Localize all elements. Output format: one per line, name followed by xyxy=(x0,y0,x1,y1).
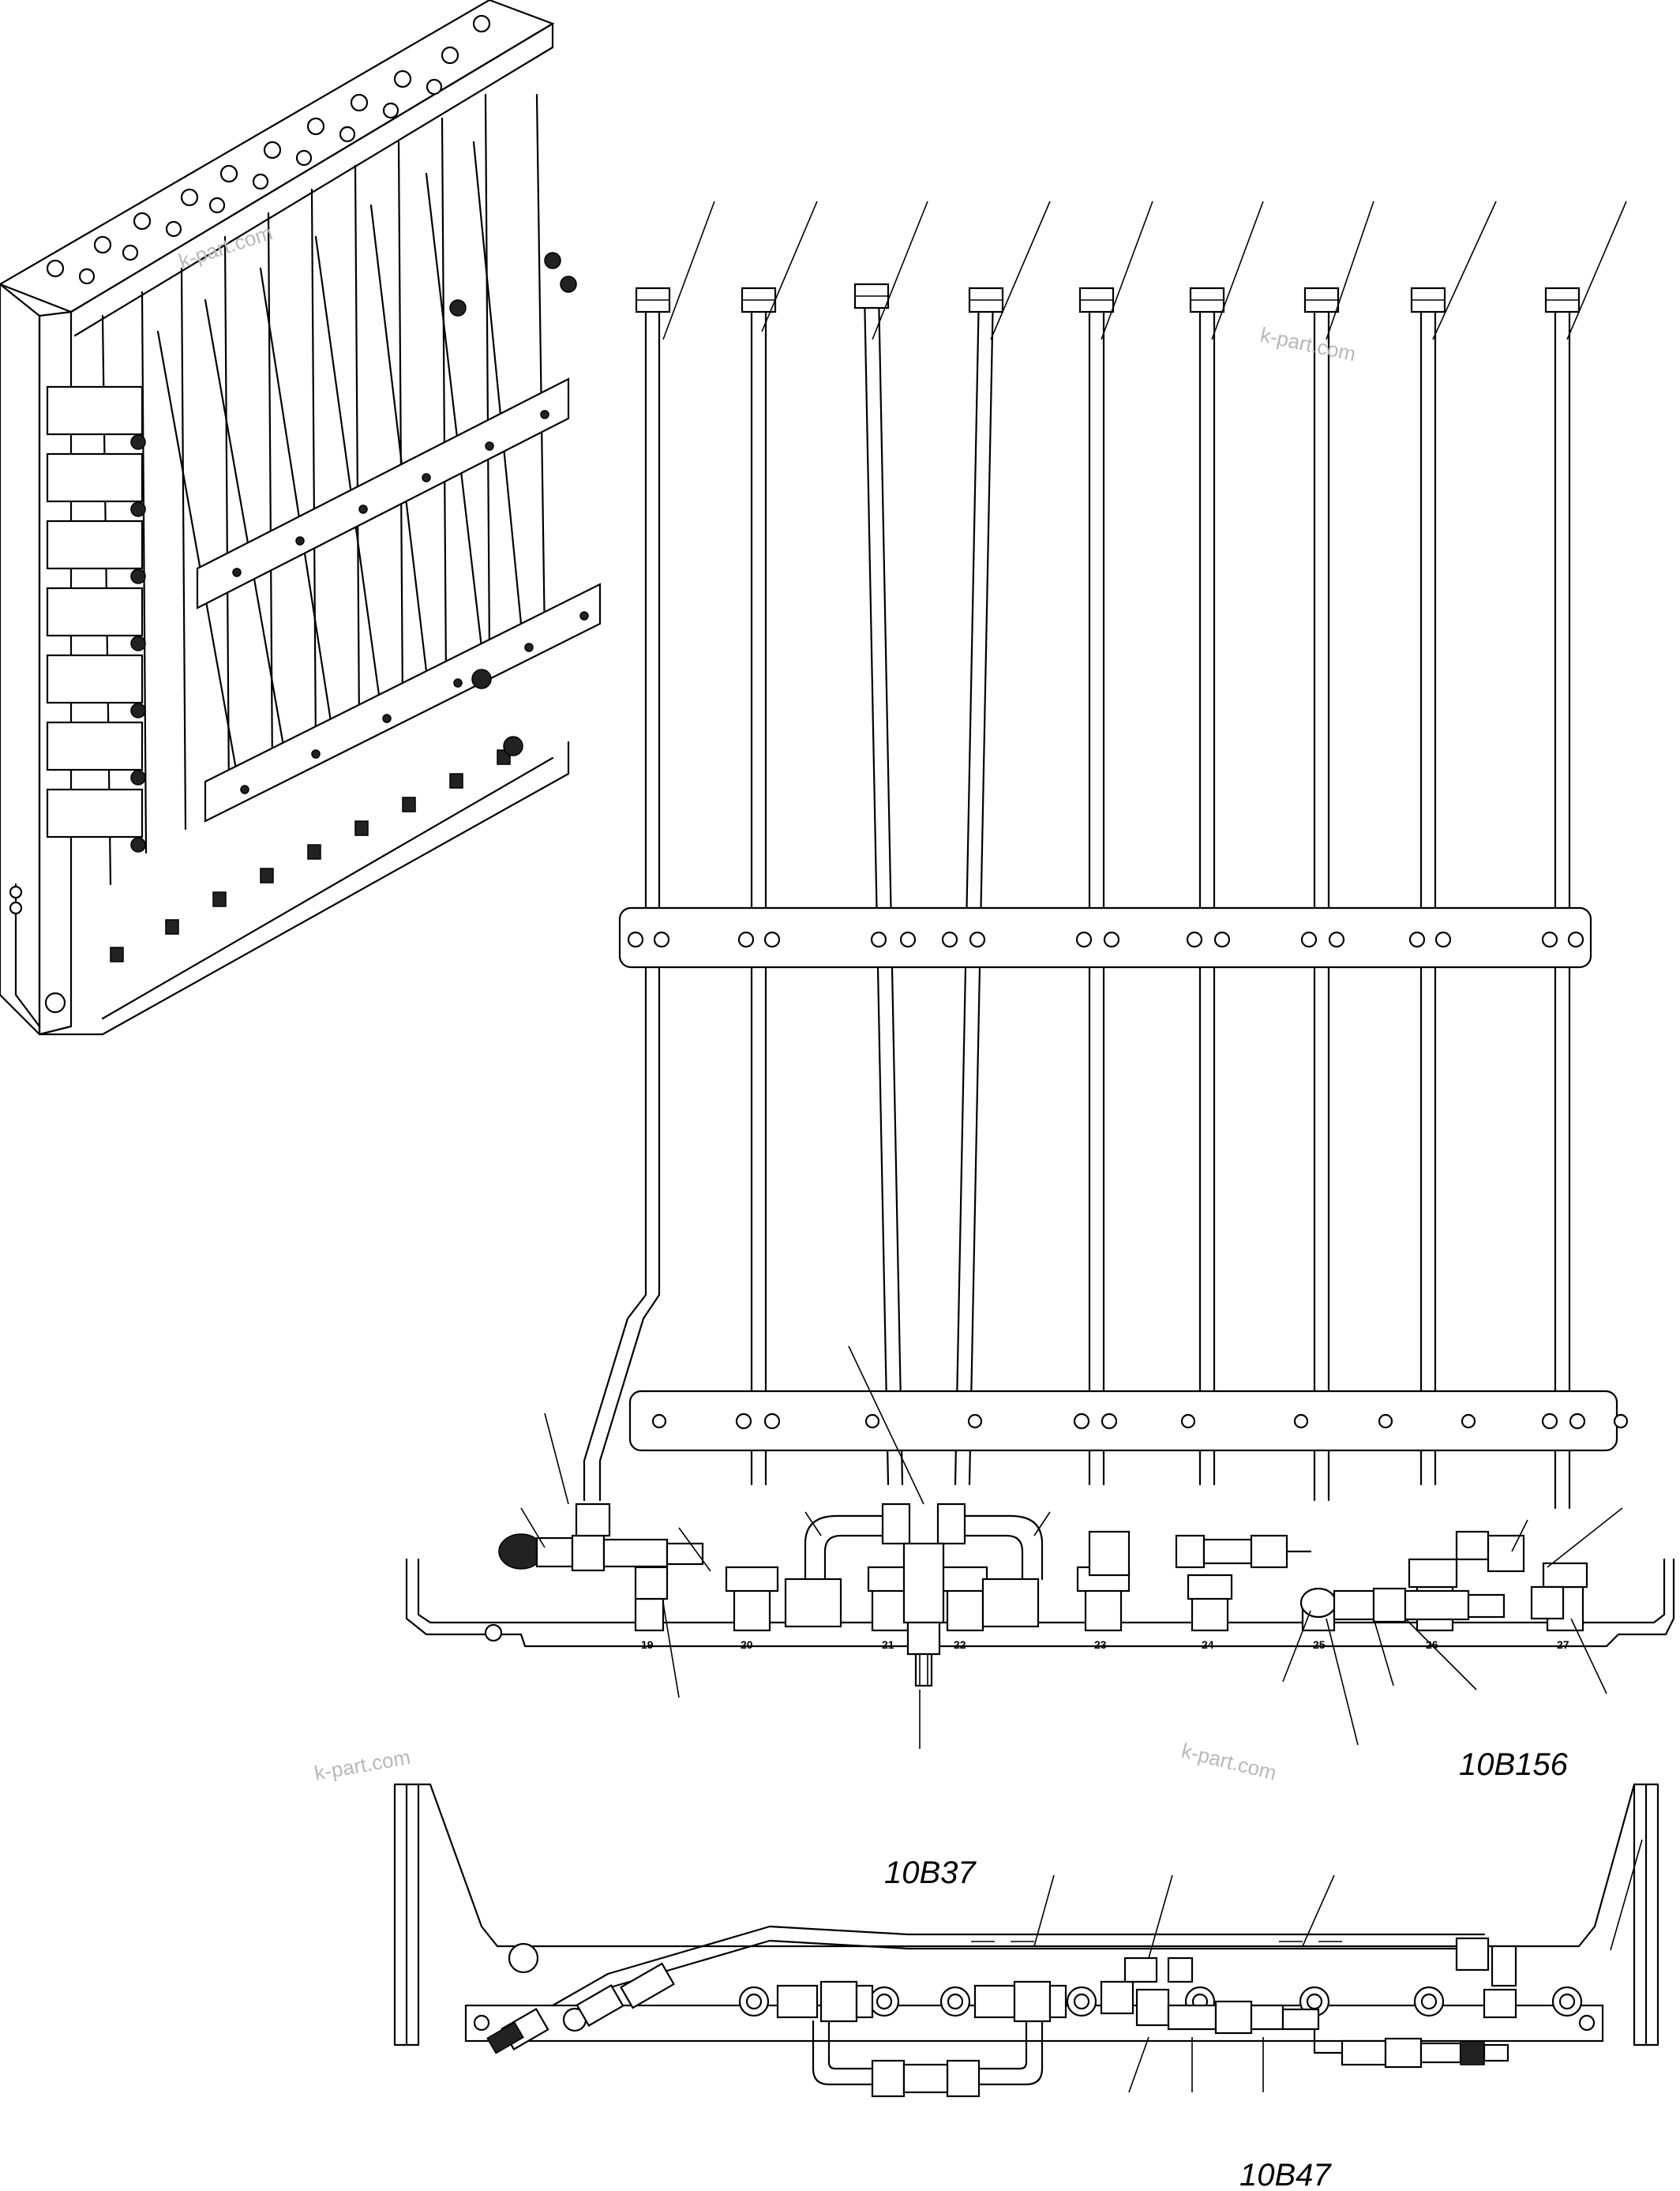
plan-view-10B47 xyxy=(393,1783,1659,2098)
port-label: 23 xyxy=(1094,1638,1107,1651)
rail-fittings xyxy=(562,1937,1583,2032)
port-label: 25 xyxy=(1313,1638,1326,1651)
long-tube xyxy=(606,1925,1486,1975)
front-view-10B156: 19 20 21 22 23 24 25 26 27 xyxy=(405,201,1675,1749)
view-label-10B156: 10B156 xyxy=(1459,1747,1569,1782)
iso-bracket-lower xyxy=(204,583,602,823)
lower-loop xyxy=(812,2020,1044,2098)
central-loops xyxy=(784,1503,1131,1687)
watermark: k-part.com xyxy=(313,1745,412,1785)
vertical-tubes xyxy=(583,291,1571,1510)
port-label: 19 xyxy=(641,1638,654,1651)
leader-lines-bottom xyxy=(520,1345,1623,1749)
iso-top-bolts xyxy=(46,14,491,285)
port-label: 20 xyxy=(741,1638,753,1651)
iso-valve-stack xyxy=(46,385,146,853)
port-label: 24 xyxy=(1202,1638,1214,1651)
lower-clamp-holes xyxy=(651,1413,1629,1430)
port-label: 22 xyxy=(954,1638,966,1651)
iso-tubes xyxy=(101,93,546,886)
iso-left-face xyxy=(38,310,73,1036)
iso-left-side xyxy=(0,283,41,1036)
view-label-10B47: 10B47 xyxy=(1239,2158,1332,2191)
leader-lines-plan xyxy=(1033,1839,1643,2093)
base-plate xyxy=(405,1558,1675,1648)
iso-bracket-upper xyxy=(196,377,570,610)
port-number-labels: 19 20 21 22 23 24 25 26 27 xyxy=(641,1638,1569,1651)
manifold-fittings xyxy=(634,1558,1588,1632)
inlet-assembly xyxy=(498,1503,704,1600)
upper-clamp-holes xyxy=(627,931,1584,948)
watermark: k-part.com xyxy=(1258,323,1358,366)
iso-bottom-fittings xyxy=(110,252,577,962)
right-connectors xyxy=(1135,1988,1509,2069)
view-label-10B37: 10B37 xyxy=(884,1855,977,1890)
isometric-assembly-view xyxy=(0,0,602,1036)
port-label: 21 xyxy=(882,1638,894,1651)
mount-hole xyxy=(508,1942,539,1974)
port-label: 27 xyxy=(1557,1638,1569,1651)
tube-top-nuts xyxy=(635,283,1581,313)
left-hose xyxy=(486,1962,675,2054)
right-side-fittings xyxy=(1175,1530,1565,1623)
leader-lines-top xyxy=(662,201,1627,340)
watermark: k-part.com xyxy=(1179,1739,1279,1785)
iso-bracket-holes xyxy=(232,410,589,794)
